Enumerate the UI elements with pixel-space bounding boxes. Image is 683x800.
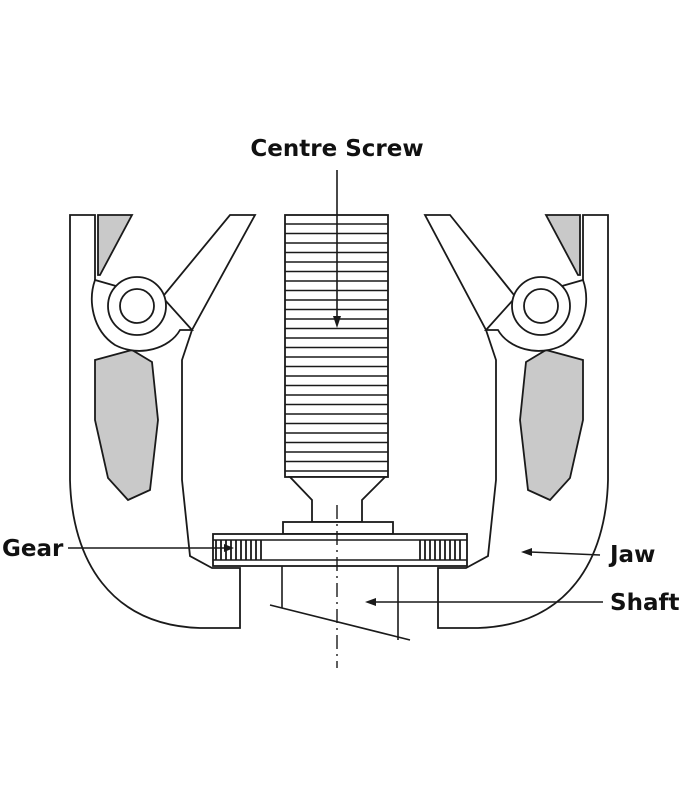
centre-screw-arrow: [333, 316, 341, 328]
gear: [212, 533, 468, 567]
jaw-arrow: [521, 548, 532, 556]
screw-threads: [285, 223, 388, 472]
gear-arrow: [224, 544, 234, 552]
label-shaft: Shaft: [610, 590, 679, 616]
gear-teeth-left: [215, 540, 262, 560]
left-jaw-slot-lower: [94, 349, 159, 502]
right-jaw: [423, 214, 609, 629]
left-pivot-inner: [119, 288, 155, 324]
label-jaw: Jaw: [608, 542, 655, 568]
shaft-arrow: [365, 598, 376, 606]
shaft: [269, 566, 411, 641]
left-jaw-slot: [97, 214, 134, 276]
right-jaw-slot-lower: [519, 349, 584, 502]
label-centre-screw: Centre Screw: [250, 136, 423, 162]
right-jaw-slot: [544, 214, 581, 276]
left-jaw: [69, 214, 257, 629]
centre-screw: [282, 214, 394, 535]
screw-collar: [282, 521, 394, 535]
right-pivot-inner: [523, 288, 559, 324]
leaders: [68, 170, 603, 606]
label-gear: Gear: [2, 536, 64, 562]
gear-teeth-right: [419, 540, 461, 560]
